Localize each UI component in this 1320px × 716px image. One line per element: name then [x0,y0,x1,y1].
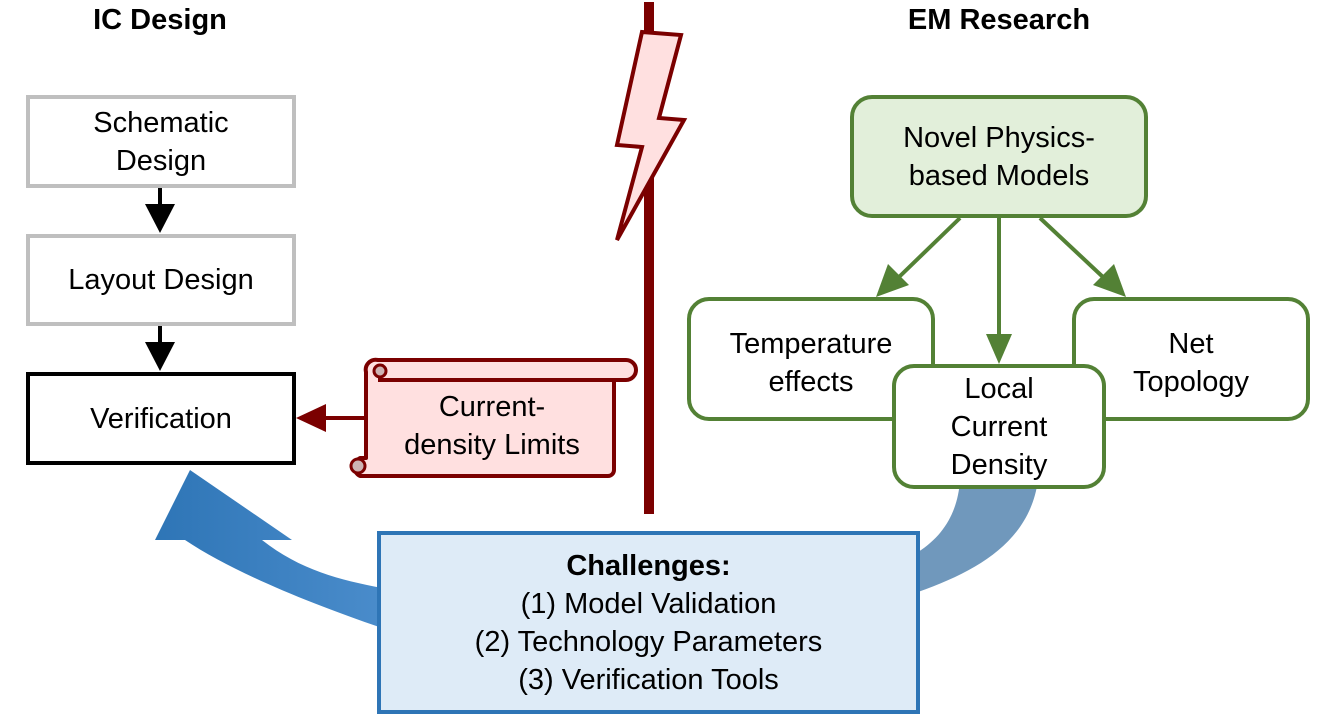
box-label: Current [950,410,1048,443]
box-label: Layout Design [68,264,254,296]
challenge-item: (1) Model Validation [520,588,777,620]
challenges-box: Challenges: (1) Model Validation (2) Tec… [377,531,920,714]
current-density-limits-label: Current- density Limits [372,388,612,464]
limits-scroll-shape [349,357,638,478]
net-topology-box: Net Topology [1072,297,1310,421]
box-label: Net [1168,328,1214,360]
feedback-arrow-to-verification [155,470,382,628]
challenge-item: (2) Technology Parameters [474,626,823,658]
arrow-root-to-local-current [986,218,1012,364]
box-label: Verification [90,402,232,435]
box-label: Density [950,448,1048,481]
arrow-layout-to-verification [145,326,175,371]
scroll-line: density Limits [404,429,580,461]
challenges-title: Challenges: [566,550,731,582]
box-label: Novel Physics- [903,121,1095,154]
box-label: Design [115,144,207,177]
schematic-design-box: Schematic Design [26,95,296,188]
verification-box: Verification [26,372,296,465]
em-research-heading: EM Research [907,4,1091,36]
arrow-limits-to-verification [296,404,368,432]
box-label: based Models [908,159,1090,192]
feedback-band-em-to-challenges [918,480,1038,592]
box-label: Local [964,372,1034,405]
local-current-density-box: Local Current Density [892,364,1106,489]
lightning-bolt-icon [614,29,688,241]
box-label: Schematic [93,106,229,139]
layout-design-box: Layout Design [26,234,296,326]
ic-design-heading: IC Design [93,4,227,36]
arrow-root-to-net-topology [1038,216,1126,297]
box-label: Temperature [729,328,893,360]
arrow-root-to-temperature [876,216,962,297]
novel-physics-models-box: Novel Physics- based Models [850,95,1148,218]
arrow-schematic-to-layout [145,188,175,233]
scroll-line: Current- [438,391,546,423]
box-label: Topology [1132,366,1250,398]
challenge-item: (3) Verification Tools [518,664,779,696]
box-label: effects [768,366,854,398]
divider-line [644,2,654,514]
